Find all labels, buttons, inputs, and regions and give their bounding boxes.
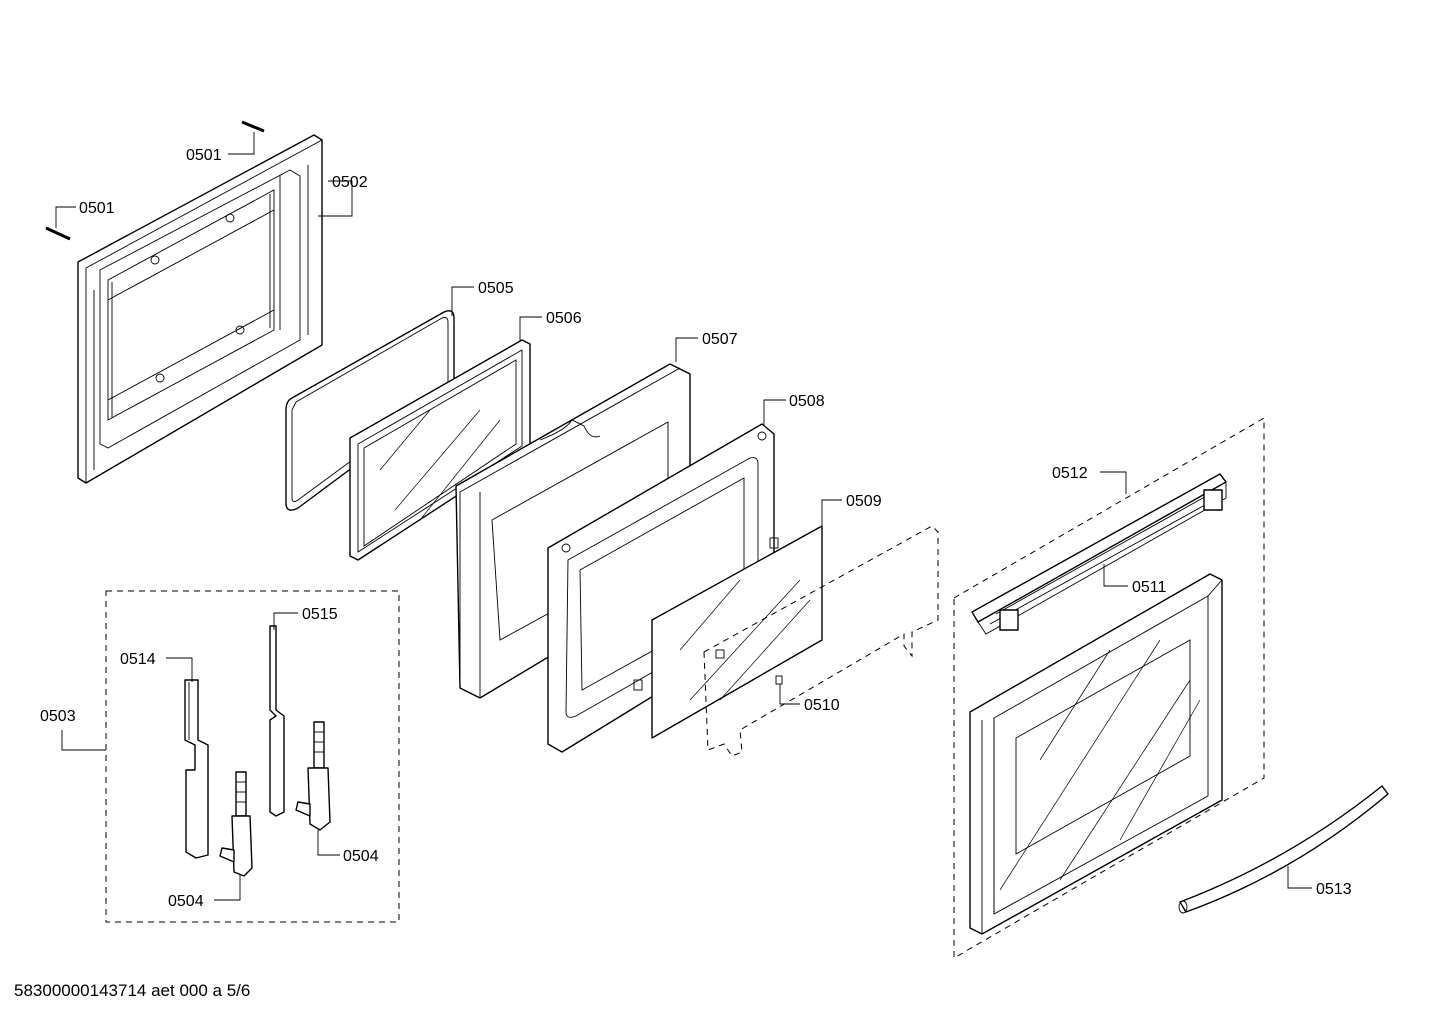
label-0513: 0513 xyxy=(1316,881,1352,898)
label-0505: 0505 xyxy=(478,280,514,297)
part-0501-pin-top xyxy=(241,120,265,133)
label-0503: 0503 xyxy=(40,708,76,725)
label-0512: 0512 xyxy=(1052,465,1088,482)
part-0509-glass xyxy=(651,525,823,739)
part-0510-bracket xyxy=(703,525,939,757)
part-0514-hinge-cover xyxy=(184,679,209,859)
label-0515: 0515 xyxy=(302,606,338,623)
leader-lines xyxy=(55,132,1312,901)
label-0506: 0506 xyxy=(546,310,582,327)
label-0508: 0508 xyxy=(789,393,825,410)
label-0504-right: 0504 xyxy=(343,848,379,865)
label-0514: 0514 xyxy=(120,651,156,668)
label-0501-left: 0501 xyxy=(79,200,115,217)
label-0504-left: 0504 xyxy=(168,893,204,910)
part-labels: 0501 0501 0502 0505 0506 0507 0508 0509 … xyxy=(40,147,1352,910)
part-outer-door xyxy=(969,573,1223,935)
part-0502-door-frame xyxy=(77,134,323,484)
label-0501-top: 0501 xyxy=(186,147,222,164)
assembly-hinge-box xyxy=(105,590,400,923)
label-0511: 0511 xyxy=(1132,579,1167,596)
label-0507: 0507 xyxy=(702,331,738,348)
assembly-outer-door-box xyxy=(953,417,1265,959)
part-0501-pin-left xyxy=(45,226,71,241)
part-0513-handle xyxy=(1178,785,1389,914)
part-0512-top-rail xyxy=(971,473,1227,635)
part-0504-hinge-left xyxy=(219,771,253,877)
label-0509: 0509 xyxy=(846,493,882,510)
part-0504-hinge-right xyxy=(295,721,331,831)
part-0515-hinge-cover xyxy=(269,625,285,817)
label-0502: 0502 xyxy=(332,174,368,191)
drawing-reference-number: 58300000143714 aet 000 a 5/6 xyxy=(14,981,251,1000)
label-0510: 0510 xyxy=(804,697,840,714)
